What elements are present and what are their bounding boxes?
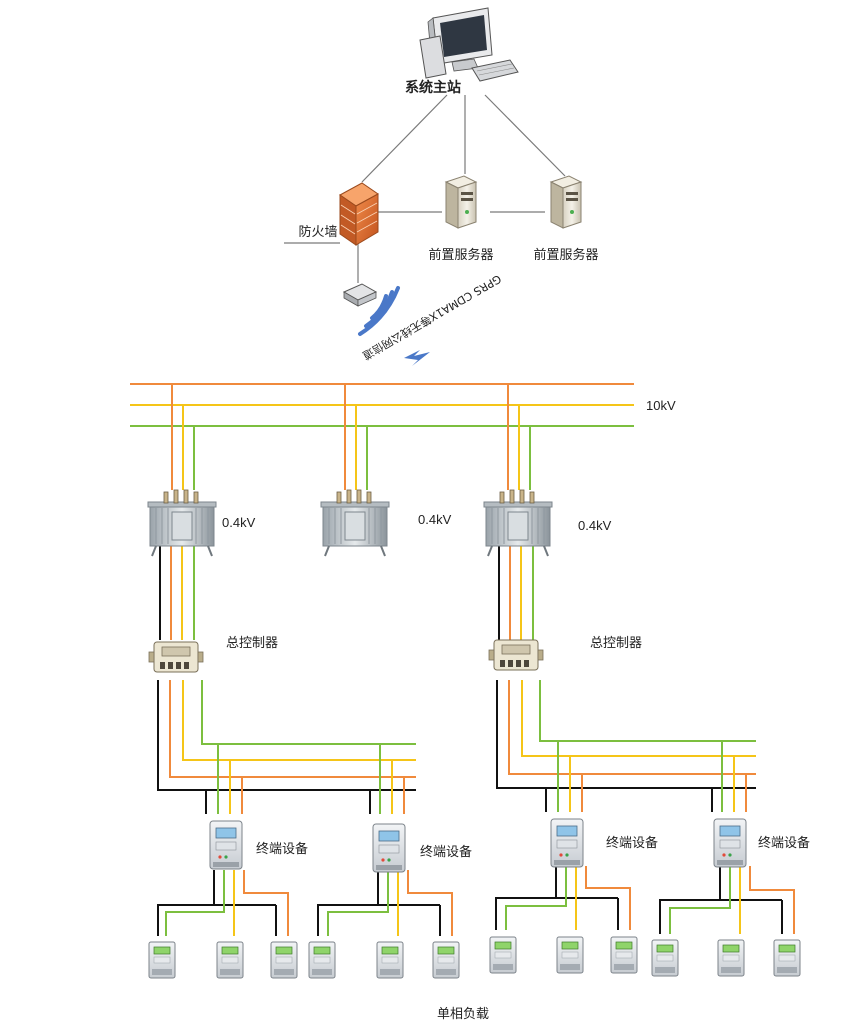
bus-voltage-label: 10kV (646, 398, 676, 413)
transformer-voltage-label: 0.4kV (418, 512, 452, 527)
terminal-meter-icon (209, 820, 243, 870)
single-phase-meter-icon (148, 941, 176, 979)
master-station-label: 系统主站 (405, 79, 461, 96)
terminal-meter-icon (713, 818, 747, 868)
main-controller-label: 总控制器 (590, 636, 642, 651)
single-phase-meter-icon (610, 936, 638, 974)
terminal-device-label: 终端设备 (256, 841, 308, 857)
server-icon (548, 175, 582, 229)
transformer-icon (483, 489, 553, 557)
front-server-label: 前置服务器 (428, 247, 493, 263)
single-phase-meter-icon (308, 941, 336, 979)
terminal-device-label: 终端设备 (420, 844, 472, 860)
single-phase-meter-icon (717, 939, 745, 977)
wireless-signal-icon (358, 286, 430, 366)
network-links (284, 94, 566, 283)
single-phase-meter-icon (376, 941, 404, 979)
modem-icon (342, 283, 378, 307)
single-phase-meter-icon (216, 941, 244, 979)
front-server-label: 前置服务器 (533, 247, 598, 263)
terminal-device-label: 终端设备 (606, 835, 658, 851)
firewall-label: 防火墙 (298, 224, 337, 240)
transformer-icon (320, 489, 390, 557)
terminal-device-label: 终端设备 (758, 835, 810, 851)
transformer-feeders (171, 384, 531, 490)
single-phase-meter-icon (651, 939, 679, 977)
transformer-icon (147, 489, 217, 557)
terminal-meter-icon (550, 818, 584, 868)
single-phase-meter-icon (556, 936, 584, 974)
terminal-meter-icon (372, 823, 406, 873)
single-phase-load-label: 单相负载 (437, 1007, 489, 1022)
transformer-voltage-label: 0.4kV (578, 518, 612, 533)
bus-10kv (130, 383, 634, 427)
main-controller-label: 总控制器 (226, 636, 278, 651)
single-phase-meter-icon (489, 936, 517, 974)
server-icon (443, 175, 477, 229)
single-phase-meter-icon (270, 941, 298, 979)
low-voltage-wiring (157, 540, 795, 936)
controller-icon (488, 639, 544, 671)
firewall-icon (339, 182, 379, 246)
single-phase-meter-icon (773, 939, 801, 977)
controller-icon (148, 641, 204, 673)
transformer-voltage-label: 0.4kV (222, 515, 256, 530)
computer-icon (419, 7, 519, 82)
single-phase-meter-icon (432, 941, 460, 979)
